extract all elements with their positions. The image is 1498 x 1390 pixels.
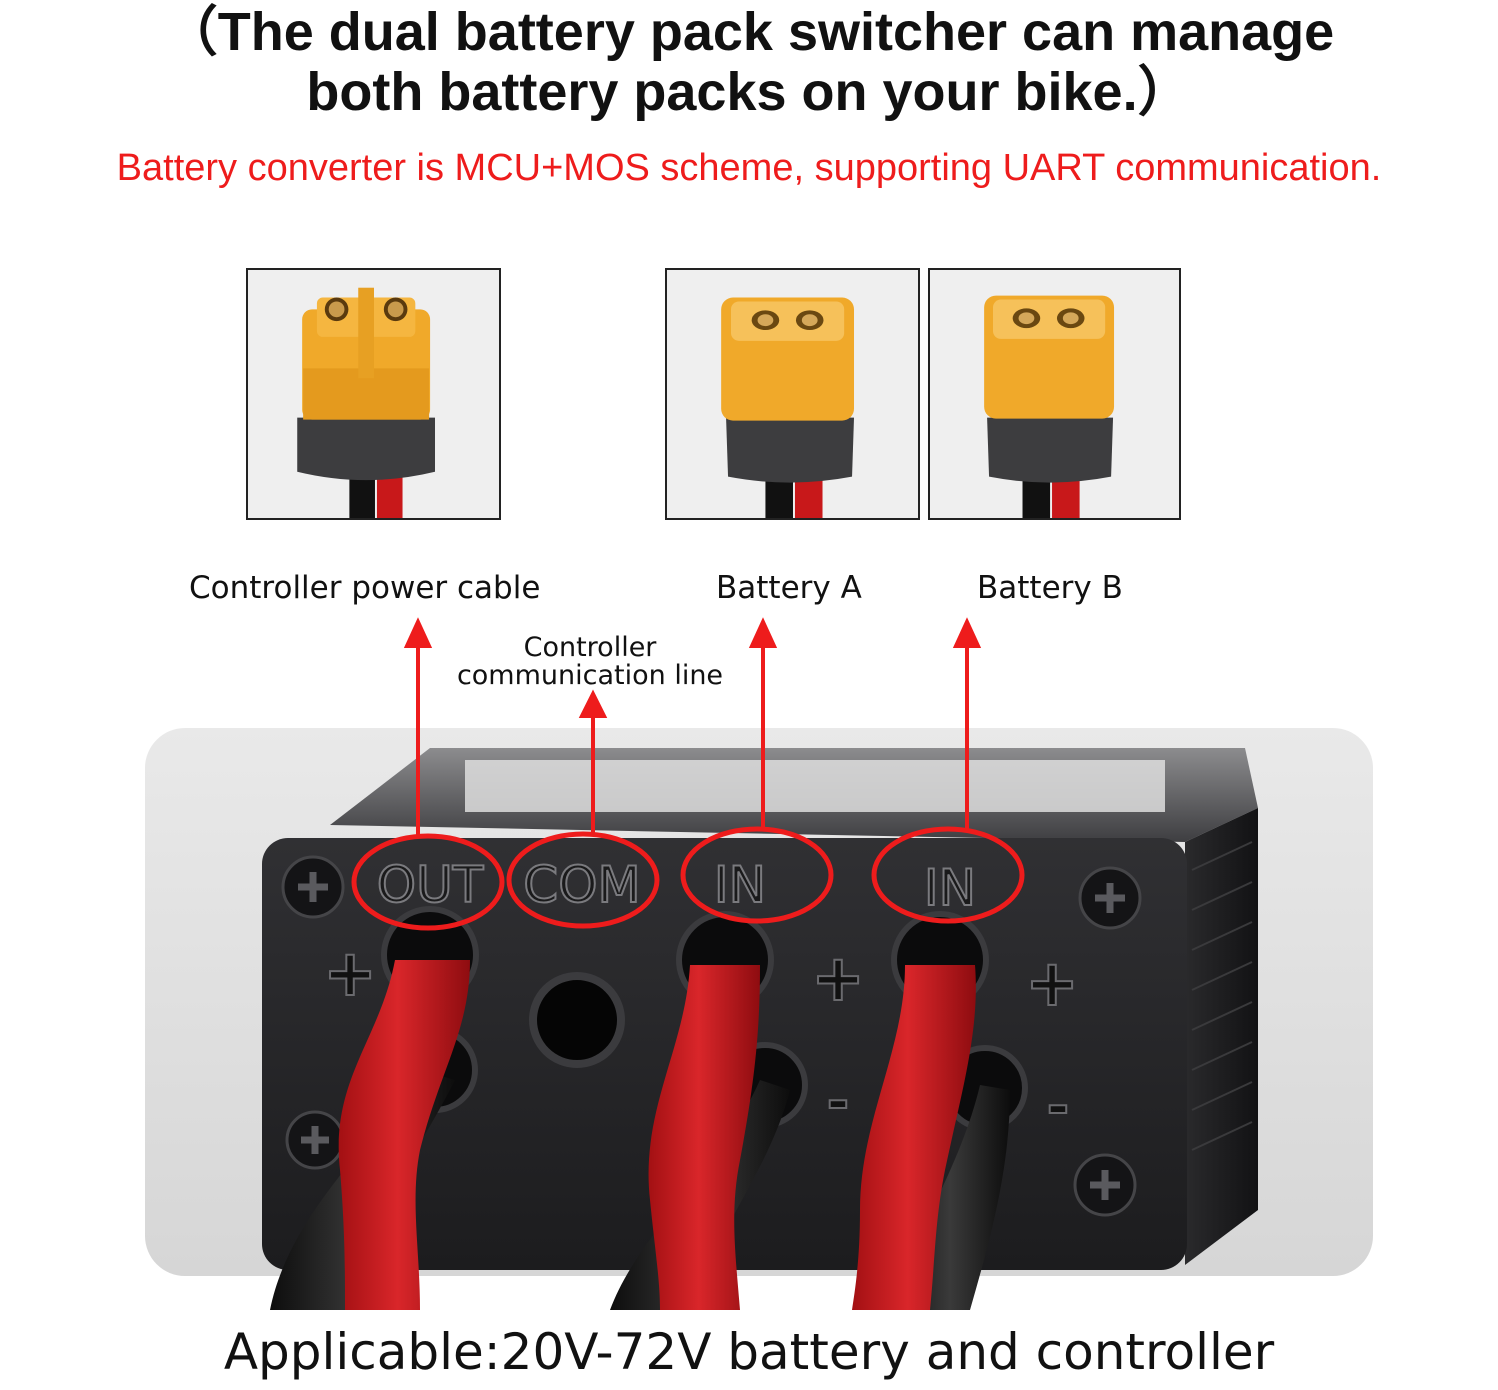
female-connector-image: [246, 268, 501, 520]
label-battery-b: Battery B: [977, 570, 1123, 606]
screw-icon: [1073, 1153, 1137, 1217]
screw-icon: [285, 1110, 345, 1170]
screw-icon: [1078, 866, 1142, 930]
highlight-circle-in-a: [680, 826, 834, 924]
headline-line-2: both battery packs on your bike.）: [306, 62, 1192, 122]
male-xt60-connector-icon: [667, 270, 918, 518]
male-xt60-connector-icon: [930, 270, 1179, 518]
port-label-in-b: IN: [924, 859, 976, 917]
arrow-head-icon: [748, 617, 778, 648]
minus-mark: -: [1047, 1075, 1069, 1138]
arrow-head-icon: [403, 617, 433, 648]
screw-icon: [281, 855, 345, 919]
highlight-circle-com: [506, 831, 660, 929]
minus-mark: -: [827, 1070, 849, 1133]
plus-mark: +: [811, 942, 865, 1016]
headline-line-1: （The dual battery pack switcher can mana…: [163, 2, 1335, 62]
arrow-head-icon: [952, 617, 982, 648]
highlight-circle-out: [351, 833, 505, 931]
battery-a-connector-image: [665, 268, 920, 520]
plus-mark: +: [323, 937, 377, 1011]
label-battery-a: Battery A: [716, 570, 862, 606]
applicable-range-caption: Applicable:20V-72V battery and controlle…: [223, 1323, 1275, 1381]
subtitle: Battery converter is MCU+MOS scheme, sup…: [116, 147, 1382, 189]
label-comm-line-1: Controller: [523, 632, 657, 663]
battery-b-connector-image: [928, 268, 1181, 520]
switcher-device-image: + + + - - OUT COM IN IN: [0, 610, 1498, 1310]
port-label-com: COM: [523, 856, 640, 914]
plus-mark: +: [1025, 947, 1079, 1021]
female-xt60-connector-icon: [248, 270, 499, 518]
highlight-circle-in-b: [871, 826, 1025, 924]
label-controller-power-cable: Controller power cable: [189, 570, 541, 606]
port-label-out: OUT: [377, 856, 484, 914]
label-comm-line-2: communication line: [456, 660, 724, 691]
port-label-in-a: IN: [714, 856, 766, 914]
arrow-head-icon: [578, 689, 608, 718]
